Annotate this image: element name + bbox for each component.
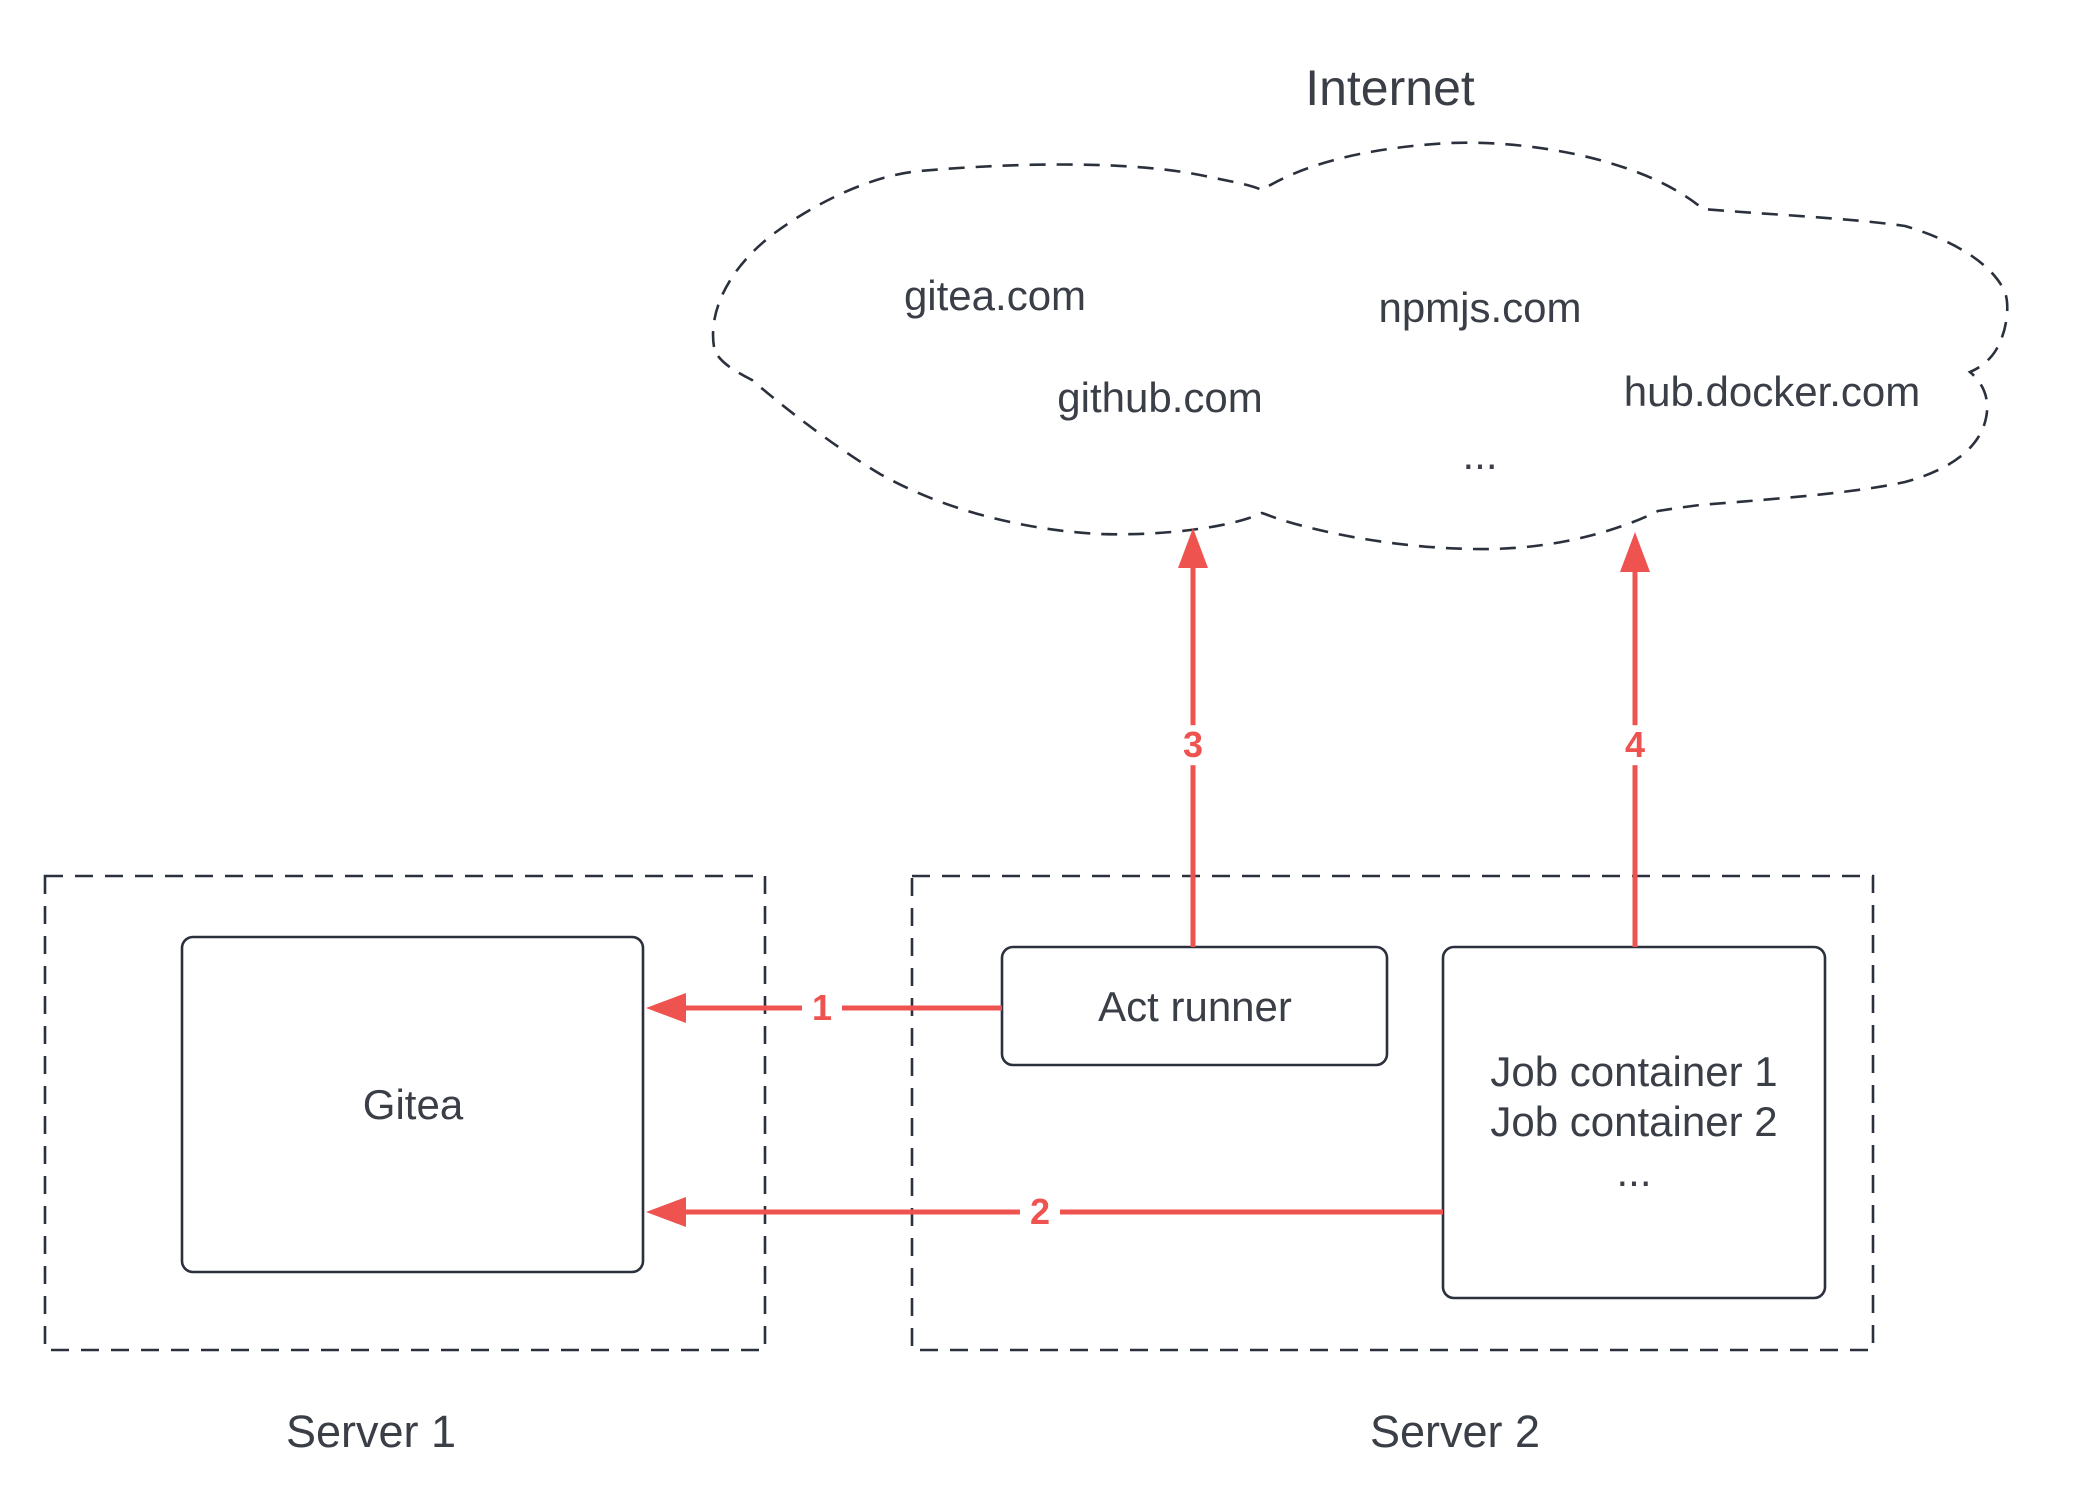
arrow-3-number: 3 (1172, 725, 1214, 765)
internet-title: Internet (1305, 60, 1475, 116)
domain-npmjs-com: npmjs.com (1378, 284, 1582, 331)
arrow-2-number: 2 (1019, 1192, 1061, 1232)
domain-github-com: github.com (1057, 374, 1263, 421)
domain-gitea-com: gitea.com (903, 272, 1087, 319)
arrow-2-head (646, 1197, 686, 1227)
server-2-boundary (910, 874, 1875, 1352)
arrow-4-number: 4 (1614, 725, 1656, 765)
job-container-ellipsis: ... (1616, 1148, 1652, 1195)
arrow-1-head (646, 993, 686, 1023)
server-1-label: Server 1 (285, 1406, 457, 1457)
gitea-label: Gitea (362, 1081, 464, 1128)
act-runner-label: Act runner (1098, 983, 1292, 1030)
domain-hub-docker-com: hub.docker.com (1623, 368, 1921, 415)
job-container-line-2: Job container 2 (1490, 1098, 1778, 1145)
arrow-1-number: 1 (801, 988, 843, 1028)
arrow-4-head (1620, 532, 1650, 572)
server-1-boundary (43, 874, 767, 1352)
gitea-box (180, 935, 645, 1274)
cloud-ellipsis: ... (1462, 431, 1498, 478)
arrow-3-head (1178, 528, 1208, 568)
job-container-line-1: Job container 1 (1490, 1048, 1778, 1095)
internet-cloud-outline (711, 141, 2009, 551)
server-2-label: Server 2 (1369, 1406, 1541, 1457)
job-container-label: Job container 1 Job container 2 ... (1490, 1047, 1777, 1197)
